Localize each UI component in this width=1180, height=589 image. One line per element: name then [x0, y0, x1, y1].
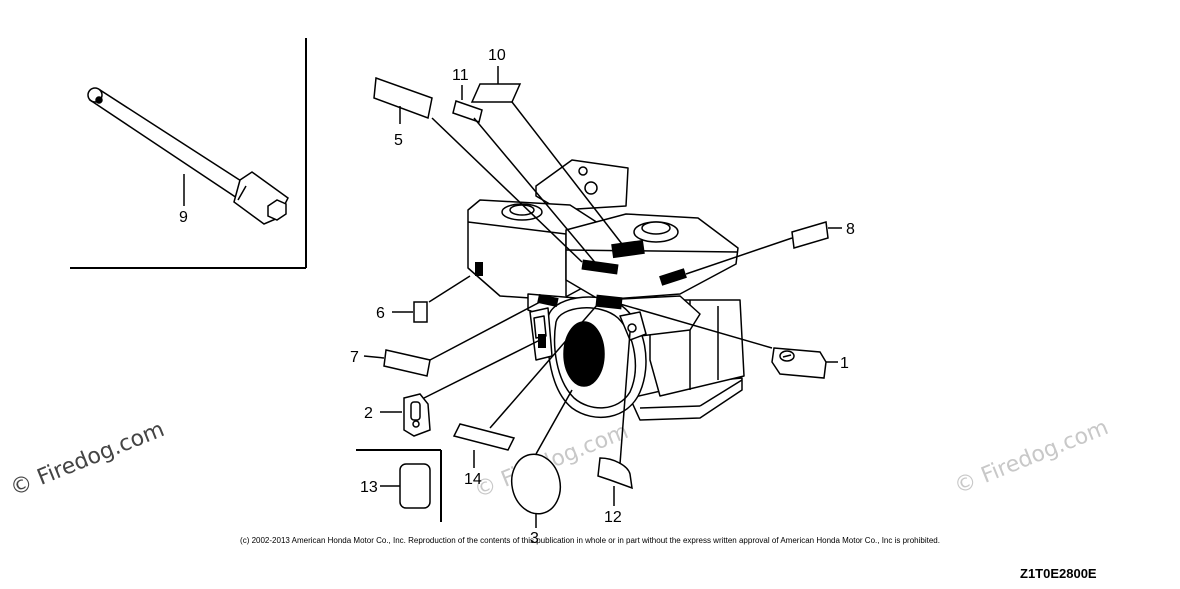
- callout-14: 14: [464, 471, 482, 488]
- callout-6: 6: [376, 305, 385, 322]
- callout-5: 5: [394, 132, 403, 149]
- copyright-notice: (c) 2002-2013 American Honda Motor Co., …: [240, 536, 940, 545]
- callout-11: 11: [452, 67, 469, 84]
- item13-box-frame: [356, 449, 442, 522]
- tool-box-frame: [70, 38, 307, 269]
- callout-3: 3: [530, 530, 539, 547]
- leader-lines: [183, 66, 842, 528]
- callout-2: 2: [364, 405, 373, 422]
- watermark-right: © Firedog.com: [951, 415, 1112, 499]
- callout-13: 13: [360, 479, 378, 496]
- callout-9: 9: [179, 209, 188, 226]
- label-parts: [373, 76, 829, 515]
- callout-1: 1: [840, 355, 849, 372]
- callout-12: 12: [604, 509, 622, 526]
- engine-illustration: [467, 159, 745, 421]
- callout-10: 10: [488, 47, 506, 64]
- diagram-code: Z1T0E2800E: [1020, 566, 1097, 581]
- callout-numbers: 1 2 3 5 6 7 8 9 10 11 12 13 14: [179, 47, 855, 547]
- callout-8: 8: [846, 221, 855, 238]
- spark-plug-wrench: [87, 87, 289, 225]
- watermark-main: © Firedog.com: [7, 417, 168, 501]
- callout-7: 7: [350, 349, 359, 366]
- engine-label-marks: [475, 239, 687, 348]
